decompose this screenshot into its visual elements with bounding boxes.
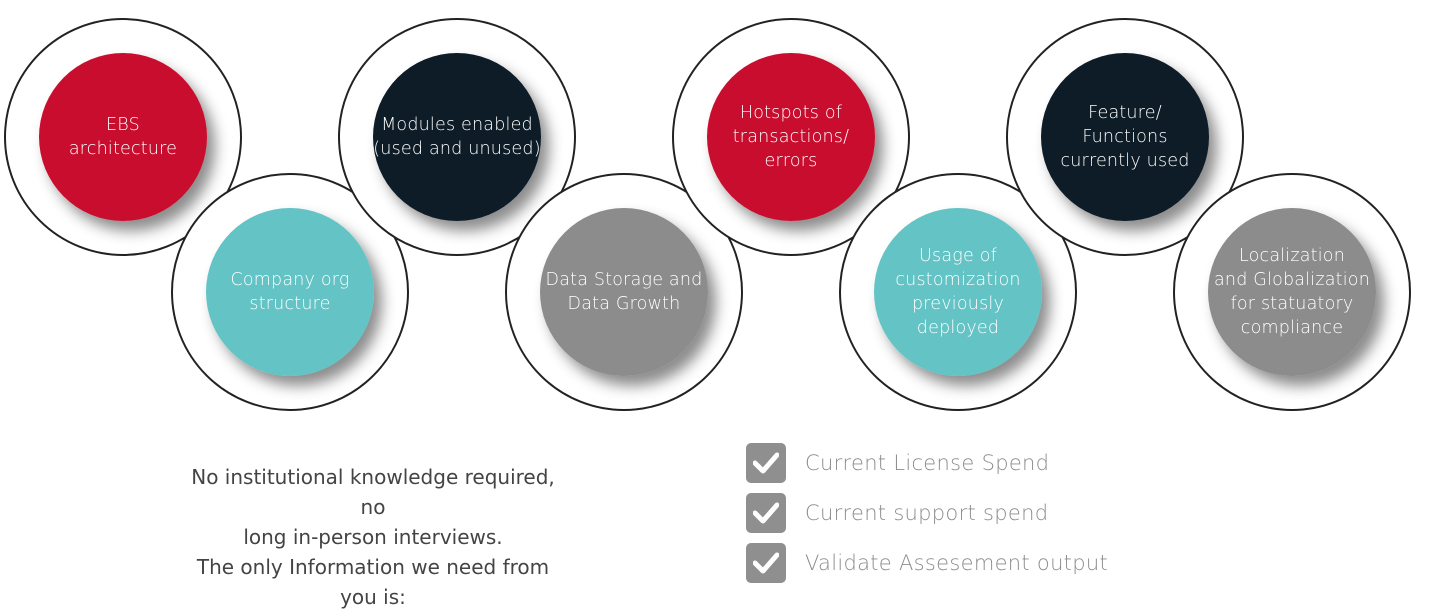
step-label: Company org structure — [230, 270, 350, 314]
step-label: Hotspots of transactions/ errors — [732, 103, 850, 171]
checklist-item-label: Current support spend — [805, 501, 1049, 525]
step-label: Usage of customization previously deploy… — [895, 246, 1021, 338]
step-circle — [373, 53, 541, 221]
checklist-item: Current License Spend — [746, 438, 1108, 488]
required-info-checklist: Current License Spend Current support sp… — [746, 438, 1108, 588]
intro-line-2: long in-person interviews. — [243, 525, 503, 549]
step-label: Modules enabled (used and unused) — [373, 115, 541, 159]
step-label: Localization and Globalization for statu… — [1213, 246, 1370, 338]
checklist-item: Current support spend — [746, 488, 1108, 538]
intro-text: No institutional knowledge required, no … — [188, 462, 558, 612]
checklist-item: Validate Assesement output — [746, 538, 1108, 588]
assessment-steps-diagram — [4, 18, 1411, 411]
step-label: Feature/ Functions currently used — [1060, 103, 1190, 171]
step-circle — [1041, 53, 1209, 221]
step-circle — [874, 208, 1042, 376]
checklist-item-label: Validate Assesement output — [805, 551, 1108, 575]
step-circle — [206, 208, 374, 376]
step-label: Data Storage and Data Growth — [545, 270, 703, 314]
step-label: EBS architecture — [68, 115, 178, 159]
checkmark-icon — [746, 493, 786, 533]
checkmark-icon — [746, 443, 786, 483]
step-circles — [39, 53, 1376, 376]
step-circle — [707, 53, 875, 221]
checkmark-icon — [746, 543, 786, 583]
checklist-item-label: Current License Spend — [805, 451, 1050, 475]
intro-line-3: The only Information we need from you is… — [196, 555, 550, 609]
step-circle — [1208, 208, 1376, 376]
step-circle — [39, 53, 207, 221]
step-circle — [540, 208, 708, 376]
intro-line-1: No institutional knowledge required, no — [191, 465, 555, 519]
